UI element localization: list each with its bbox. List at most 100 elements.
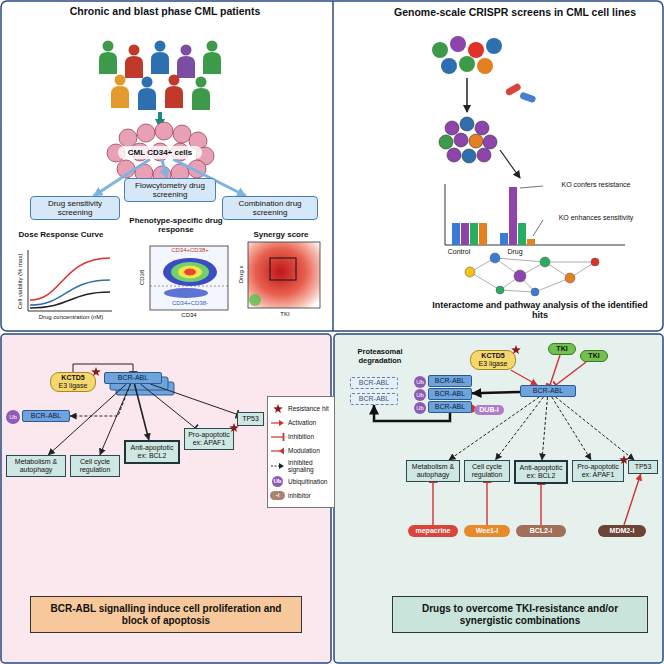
legend-line-sample bbox=[270, 446, 285, 456]
connector bbox=[552, 397, 591, 460]
text-label: Control bbox=[436, 248, 482, 256]
box-text: TKI bbox=[583, 352, 605, 360]
box-text: BCR-ABL bbox=[353, 395, 395, 403]
legend-text: Resistance hit bbox=[288, 405, 329, 412]
box-text: Ub bbox=[416, 379, 424, 386]
connector bbox=[486, 482, 487, 525]
legend-text: Inhibited signaling bbox=[288, 459, 332, 473]
e3-ligase-oval: KCTD5E3 ligase bbox=[50, 372, 96, 392]
drug-pill: mepacrine bbox=[408, 525, 458, 537]
caption-box: BCR-ABL signalling induce cell prolifera… bbox=[30, 596, 302, 633]
process-box: Anti-apoptotic ex: BCL2 bbox=[514, 460, 568, 484]
legend-row: Resistance hit bbox=[270, 403, 332, 414]
process-box: Metabolism & autophagy bbox=[6, 455, 66, 477]
connector bbox=[162, 159, 167, 178]
process-box: TP53 bbox=[628, 460, 658, 474]
legend-row: -i inhibitor bbox=[270, 490, 332, 501]
box-text: Pro-apoptotic ex: APAF1 bbox=[575, 463, 621, 479]
connector bbox=[472, 392, 520, 393]
legend-text: Ubiquitination bbox=[288, 478, 327, 485]
text-label: Synergy score bbox=[238, 230, 324, 239]
box-text: Cell cycle regulation bbox=[73, 458, 117, 474]
legend-line-sample bbox=[270, 418, 285, 428]
connector bbox=[550, 355, 560, 385]
legend-text: inhibitor bbox=[288, 492, 311, 499]
box-text: BCR-ABL signalling induce cell prolifera… bbox=[39, 603, 293, 626]
protein-box: BCR-ABL bbox=[428, 375, 472, 387]
box-text: BCR-ABL bbox=[353, 379, 395, 387]
process-box: Pro-apoptotic ex: APAF1 bbox=[184, 428, 234, 450]
box-text: Flowcytometry drug screening bbox=[128, 181, 212, 199]
box-text: mepacrine bbox=[410, 527, 456, 535]
connector bbox=[624, 474, 641, 525]
drug-pill: MDM2-i bbox=[598, 525, 646, 537]
connector bbox=[542, 397, 548, 460]
box-text: KCTD5 bbox=[473, 352, 513, 360]
box-text: Drugs to overcome TKI-resistance and/or … bbox=[401, 603, 639, 626]
drug-pill: DUB-i bbox=[474, 405, 504, 415]
degraded-protein-box: BCR-ABL bbox=[350, 377, 398, 389]
box-text: Ub bbox=[416, 405, 424, 412]
text-label: CD34+CD38+ bbox=[152, 247, 228, 254]
connector bbox=[556, 362, 586, 385]
box-subtext: E3 ligase bbox=[53, 382, 93, 390]
box-text: Metabolism & autophagy bbox=[9, 458, 63, 474]
screen-box: Drug sensitivity screening bbox=[30, 196, 120, 220]
resistance-star bbox=[273, 404, 283, 414]
text-label: Drug concentration (nM) bbox=[26, 314, 116, 321]
box-text: TP53 bbox=[631, 463, 655, 471]
ubiquitin-circle: Ub bbox=[414, 389, 426, 401]
box-text: TP53 bbox=[240, 415, 261, 423]
protein-box: BCR-ABL bbox=[428, 388, 472, 400]
ubiquitin-circle: Ub bbox=[414, 402, 426, 414]
box-text: Anti-apoptotic ex: BCL2 bbox=[518, 464, 564, 480]
protein-box: BCR-ABL bbox=[104, 372, 162, 384]
legend-text: Modulation bbox=[288, 447, 320, 454]
legend-text: Activation bbox=[288, 419, 316, 426]
resistance-star bbox=[511, 345, 521, 355]
box-text: BCR-ABL bbox=[431, 390, 469, 398]
box-text: BCR-ABL bbox=[431, 377, 469, 385]
text-label: Genome-scale CRISPR screens in CML cell … bbox=[380, 6, 650, 18]
legend-row: Modulation bbox=[270, 445, 332, 456]
swatch-label: Ub bbox=[274, 478, 282, 485]
text-label: KO confers resistance bbox=[546, 181, 646, 189]
box-text: BCR-ABL bbox=[431, 403, 469, 411]
legend-swatch: Ub bbox=[272, 476, 283, 487]
box-text: MDM2-i bbox=[600, 527, 644, 535]
box-text: BCR-ABL bbox=[523, 387, 573, 395]
text-label: Dose Response Curve bbox=[6, 230, 116, 239]
connector bbox=[540, 484, 541, 525]
box-text: Combination drug screening bbox=[226, 199, 314, 217]
screen-box: Combination drug screening bbox=[222, 196, 318, 220]
legend-row: Inhibited signaling bbox=[270, 459, 332, 473]
process-box: Metabolism & autophagy bbox=[406, 460, 460, 482]
e3-ligase-oval: KCTD5E3 ligase bbox=[470, 350, 516, 370]
text-label: Phenotype-specific drug response bbox=[120, 216, 232, 234]
cell-cluster: CML CD34+ cells bbox=[118, 146, 202, 159]
drug-pill: Wee1-i bbox=[464, 525, 510, 537]
swatch-label: -i bbox=[276, 492, 280, 499]
ubiquitin-circle: Ub bbox=[414, 376, 426, 388]
text-label: CD34 bbox=[176, 312, 202, 319]
box-subtext: E3 ligase bbox=[473, 360, 513, 368]
connector bbox=[135, 384, 149, 440]
box-text: Anti-apoptotic ex: BCL2 bbox=[128, 444, 176, 460]
legend-row: Inhibition bbox=[270, 431, 332, 442]
screen-box: Flowcytometry drug screening bbox=[124, 178, 216, 202]
legend-sample bbox=[270, 431, 285, 442]
box-text: BCR-ABL bbox=[25, 412, 67, 420]
text-label: CD34+CD38- bbox=[152, 300, 228, 307]
legend-line-sample bbox=[270, 432, 285, 442]
process-box: Cell cycle regulation bbox=[464, 460, 510, 482]
legend-row: Activation bbox=[270, 417, 332, 428]
resistance-star bbox=[91, 367, 101, 377]
box-text: Metabolism & autophagy bbox=[409, 463, 457, 479]
protein-box: BCR-ABL bbox=[22, 410, 70, 422]
box-text: BCL2-i bbox=[518, 527, 564, 535]
protein-box: BCR-ABL bbox=[428, 401, 472, 413]
legend-text: Inhibition bbox=[288, 433, 314, 440]
box-text: BCR-ABL bbox=[107, 374, 159, 382]
